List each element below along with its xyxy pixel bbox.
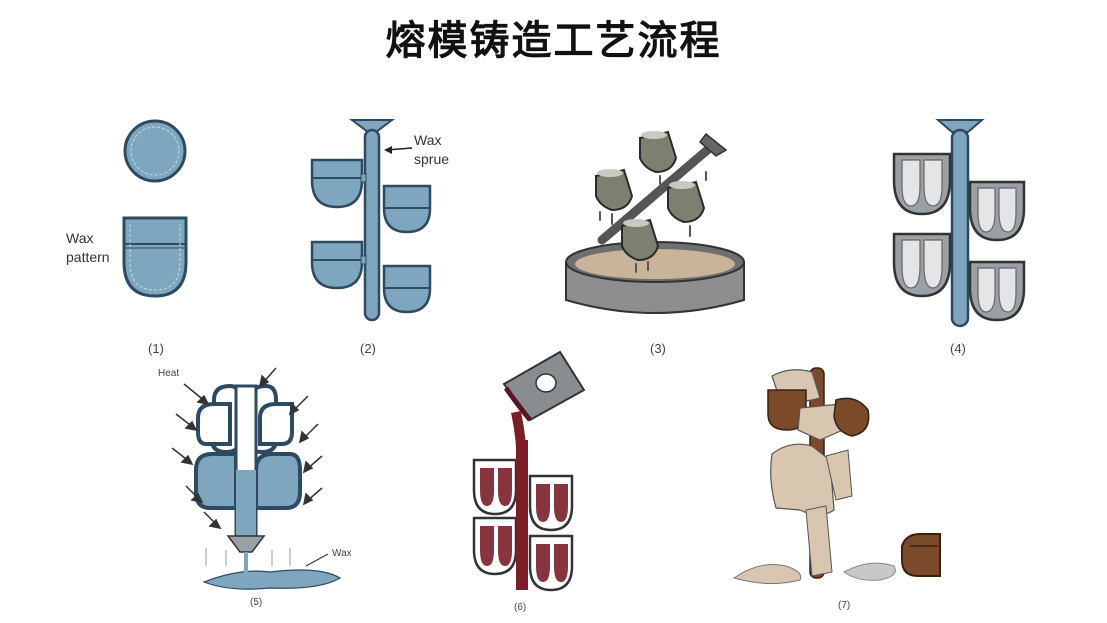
step-label-4: (4) [950, 341, 966, 356]
wax-sprue [363, 128, 381, 322]
wax-sprue-label-line1: Wax [414, 132, 441, 148]
step-1-wax-pattern: Wax pattern (1) [66, 119, 188, 356]
step-label-6: (6) [514, 602, 526, 613]
step-6-pour-metal: (6) [472, 350, 586, 613]
wax-pattern-label-line2: pattern [66, 249, 110, 265]
step-label-2: (2) [360, 341, 376, 356]
step-2-wax-tree: Wax sprue (2) [310, 119, 449, 356]
step-4-ceramic-shell: (4) [892, 119, 1026, 356]
wax-pattern-side-view [122, 216, 188, 298]
loose-casting [901, 533, 941, 577]
step-3-slurry-dip: (3) [565, 130, 745, 356]
step-label-5: (5) [250, 597, 262, 608]
shell-sprue [950, 128, 970, 328]
melted-wax-puddle [202, 569, 342, 590]
step-label-7: (7) [838, 600, 850, 611]
step-label-1: (1) [148, 341, 164, 356]
wax-pattern-label-line1: Wax [66, 230, 93, 246]
wax-pattern-top-view [123, 119, 187, 183]
page-title: 熔模铸造工艺流程 [385, 18, 722, 64]
wax-sprue-label-line2: sprue [414, 151, 449, 167]
step-label-3: (3) [650, 341, 666, 356]
step-5-dewax: Heat Wax (5) [158, 367, 352, 608]
ceramic-slurry [575, 249, 735, 279]
wax-drain-label: Wax [332, 548, 352, 559]
step-7-shakeout: (7) [732, 367, 941, 611]
heat-label: Heat [158, 368, 179, 379]
